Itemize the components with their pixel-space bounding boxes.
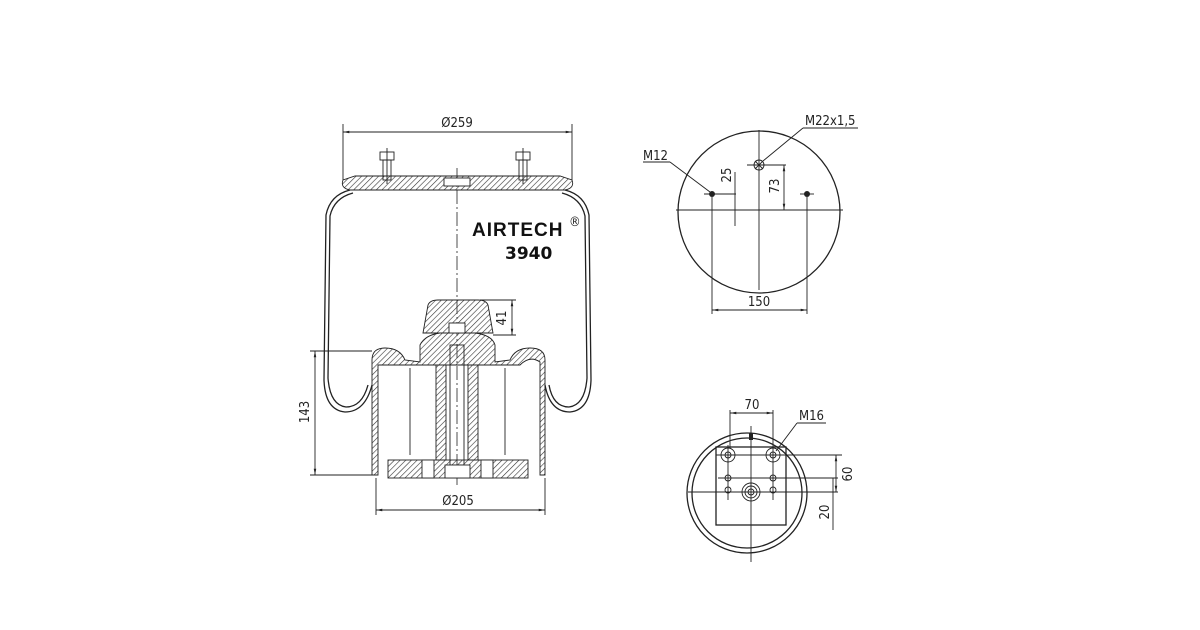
side-view: Ø259 Ø205 143 41 AIRTECH ® 3940 xyxy=(298,116,592,515)
dim-stud-spacing: 150 xyxy=(748,295,770,310)
piston-outline xyxy=(686,432,808,554)
bottom-view: 70 M16 60 20 xyxy=(686,398,856,562)
dim-hole-spacing: 70 xyxy=(745,398,760,413)
bellows-right xyxy=(544,189,592,413)
stud-right xyxy=(515,148,531,184)
dim-offset-vertical: 60 xyxy=(841,467,856,482)
top-view: 25 73 150 M12 M22x1,5 xyxy=(643,114,858,314)
label-air-port-thread: M22x1,5 xyxy=(805,114,855,129)
piston-shell xyxy=(371,332,546,476)
dim-offset-small-bottom: 20 xyxy=(818,505,833,520)
dim-piston-diameter: Ø205 xyxy=(442,494,474,509)
dim-bumper-height: 41 xyxy=(495,311,510,326)
piston-tube-right xyxy=(467,364,479,461)
dim-offset-large: 73 xyxy=(768,179,783,194)
bellows-left xyxy=(323,189,373,413)
registered-mark: ® xyxy=(569,215,581,230)
label-stud-thread: M12 xyxy=(643,149,668,164)
label-hole-thread: M16 xyxy=(799,409,824,424)
piston-tube-left xyxy=(435,364,447,461)
dim-offset-small: 25 xyxy=(720,168,735,183)
dim-top-diameter: Ø259 xyxy=(441,116,473,131)
dim-height: 143 xyxy=(298,401,313,423)
air-port xyxy=(747,159,771,171)
brand-logo: AIRTECH xyxy=(472,220,563,241)
model-number: 3940 xyxy=(505,244,552,264)
center-nut xyxy=(741,482,761,502)
bump-stop xyxy=(422,299,494,334)
stud-left xyxy=(379,148,395,184)
